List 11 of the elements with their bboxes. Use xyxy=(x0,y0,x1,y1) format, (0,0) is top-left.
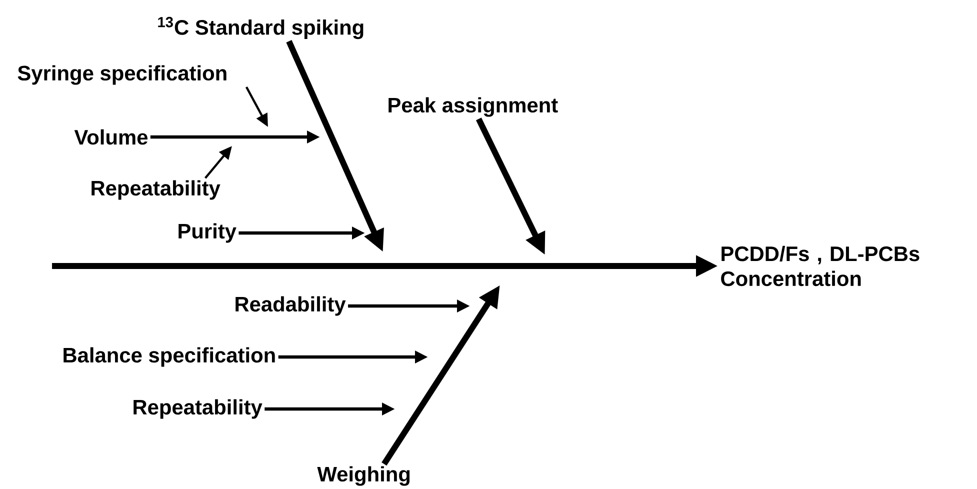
cause-label: Repeatability xyxy=(134,399,262,419)
cause-label: Purity xyxy=(178,223,236,243)
effect-label: PCDD/Fs , DL-PCBs Concentration xyxy=(721,246,920,286)
cause-label: Syringe specification xyxy=(18,65,226,85)
cause-label: Volume xyxy=(74,129,148,145)
cause-label: Balance specification xyxy=(64,347,275,367)
cause-label: $^{13}$C Standard spiking xyxy=(158,16,364,40)
cause-label: Peak assignment xyxy=(388,97,558,117)
cause-label: Weighing xyxy=(317,466,410,486)
cause-label: Repeatability xyxy=(92,180,220,200)
cause-label: Readability xyxy=(236,296,346,316)
